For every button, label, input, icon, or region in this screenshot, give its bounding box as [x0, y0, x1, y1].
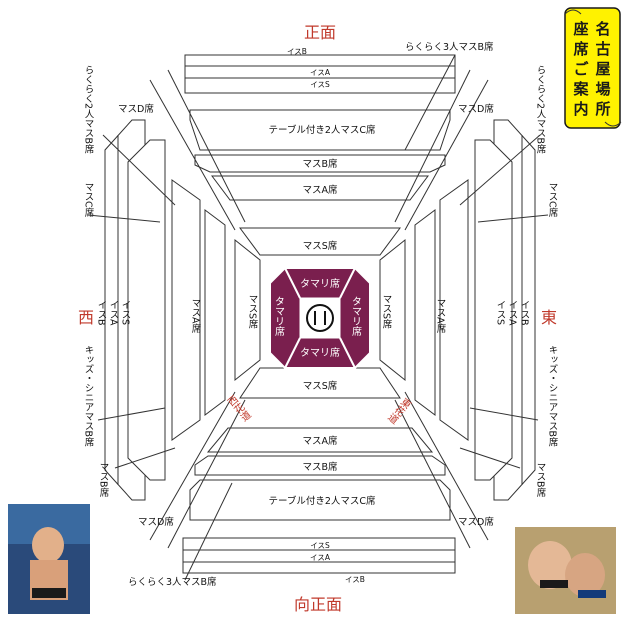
label-masu-b-bottom: マスB席 — [302, 461, 338, 473]
label-masu-c-left: マスC席 — [83, 182, 95, 218]
leader-lines: らくらく3人マスB席 らくらく3人マスB席 — [87, 41, 549, 588]
label-tamari-left: タマリ席 — [273, 296, 285, 337]
label-isu-s-left: イスS — [120, 300, 132, 325]
label-masu-s-bottom: マスS席 — [303, 380, 338, 392]
label-tamari-top: タマリ席 — [300, 277, 340, 290]
left-isu-vertical: イスB イスA イスS — [96, 300, 132, 326]
right-sections: イスS イスA イスB マスA席 マスS席 らくらく2人マスB席 マスC席 キッ… — [379, 65, 559, 528]
right-isu-vertical: イスS イスA イスB — [495, 300, 531, 326]
label-masu-a-left: マスA席 — [190, 298, 202, 334]
label-rakuraku2-right: らくらく2人マスB席 — [535, 65, 547, 154]
label-masu-a-bottom: マスA席 — [303, 435, 338, 447]
scroll-col1-char: 屋 — [595, 60, 610, 78]
top-sections: テーブル付き2人マスC席 マスB席 マスA席 マスS席 — [189, 109, 451, 256]
scroll-col1-char: 名 — [595, 20, 610, 38]
label-table2-top: テーブル付き2人マスC席 — [268, 124, 376, 136]
scroll-col1-char: 場 — [595, 80, 610, 98]
label-table2-bottom: テーブル付き2人マスC席 — [268, 495, 376, 507]
label-isu-b-left: イスB — [96, 300, 108, 326]
label-masu-s-right: マスS席 — [381, 294, 393, 329]
direction-north: 正面 — [304, 23, 336, 42]
bottom-isu-rows: イスS イスA イスB — [182, 537, 456, 584]
left-sections: イスB イスA イスS マスA席 マスS席 らくらく2人マスB席 マスC席 キッ… — [83, 65, 261, 528]
diagonal-aisles — [149, 69, 489, 549]
direction-south: 向正面 — [294, 595, 342, 614]
scroll-col2-char: 座 — [572, 20, 588, 38]
label-isu-b-bottom: イスB — [345, 575, 365, 584]
label-masu-c-right: マスC席 — [547, 182, 559, 218]
label-kids-left: キッズ・シニアマスB席 — [83, 345, 95, 447]
label-masu-b-top: マスB席 — [302, 158, 338, 170]
label-isu-b-right: イスB — [519, 300, 531, 326]
label-masu-a-right: マスA席 — [435, 298, 447, 334]
scroll-col1-char: 古 — [595, 40, 610, 58]
label-isu-a-bottom: イスA — [310, 553, 331, 562]
label-isu-s-right: イスS — [495, 300, 507, 325]
scroll-col1-char: 所 — [595, 100, 610, 118]
scroll-col2-char: ご — [573, 60, 589, 78]
label-rakuraku3-bottom: らくらく3人マスB席 — [128, 576, 217, 588]
label-masu-s-top: マスS席 — [303, 240, 338, 252]
dohyo-center: タマリ席 タマリ席 タマリ席 タマリ席 — [269, 267, 371, 369]
bottom-sections: マスS席 マスA席 マスB席 テーブル付き2人マスC席 — [189, 367, 451, 521]
label-masu-d-tl: マスD席 — [118, 103, 154, 115]
label-masu-d-tr: マスD席 — [458, 103, 494, 115]
label-masu-b-right-lower: マスB席 — [535, 462, 547, 498]
label-tamari-bottom: タマリ席 — [300, 346, 340, 359]
label-kids-right: キッズ・シニアマスB席 — [547, 345, 559, 447]
label-masu-d-br: マスD席 — [458, 516, 494, 528]
scroll-col2-char: 案 — [572, 80, 589, 98]
label-masu-s-left: マスS席 — [247, 294, 259, 329]
label-rakuraku3-top: らくらく3人マスB席 — [405, 41, 494, 53]
scroll-col2-char: 内 — [573, 100, 588, 118]
label-isu-a-top: イスA — [310, 68, 331, 77]
label-masu-a-top: マスA席 — [303, 184, 338, 196]
photo-left — [8, 504, 90, 614]
label-tamari-right: タマリ席 — [350, 296, 362, 337]
label-masu-d-bl: マスD席 — [138, 516, 174, 528]
label-isu-s-bottom: イスS — [310, 541, 330, 550]
photo-right — [515, 527, 616, 614]
top-isu-rows: イスB イスA イスS — [184, 47, 456, 94]
direction-west: 西 — [78, 308, 94, 327]
label-masu-b-left-lower: マスB席 — [98, 462, 110, 498]
label-isu-a-right: イスA — [507, 300, 519, 326]
label-rakuraku2-left: らくらく2人マスB席 — [83, 65, 95, 154]
label-isu-s-top: イスS — [310, 80, 330, 89]
scroll-col2-char: 席 — [573, 40, 588, 58]
label-isu-a-left: イスA — [108, 300, 120, 326]
direction-east: 東 — [541, 308, 557, 327]
label-isu-b-top: イスB — [287, 47, 307, 56]
